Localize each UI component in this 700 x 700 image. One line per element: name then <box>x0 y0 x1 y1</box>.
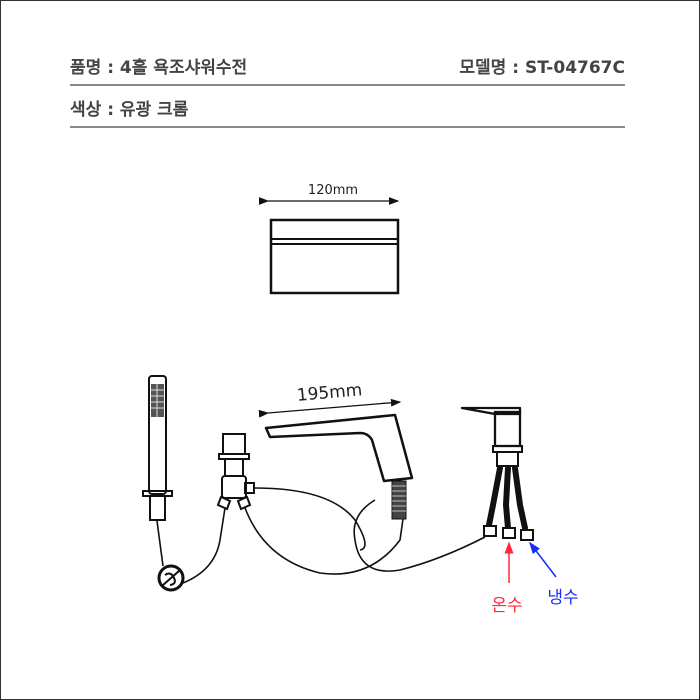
spout-length-dimension: 195mm <box>296 380 363 406</box>
waste-drain <box>157 564 185 592</box>
model-info: 모델명 : ST-04767C <box>459 53 625 78</box>
hot-water-indicator: 온수 <box>491 541 523 616</box>
hoses <box>156 487 486 584</box>
model-name-label: 모델명 : <box>459 58 525 78</box>
product-name-value: 4홀 욕조샤워수전 <box>119 58 248 78</box>
separator-line <box>70 126 625 128</box>
cold-water-indicator: 냉수 <box>529 541 579 608</box>
hand-shower <box>142 375 173 521</box>
color-info-row: 색상 : 유광 크롬 <box>70 95 625 120</box>
product-info-row: 품명 : 4홀 욕조샤워수전 모델명 : ST-04767C <box>70 53 625 78</box>
handle-width-dimension: 120mm <box>308 183 358 198</box>
product-name-label: 품명 : <box>70 58 120 78</box>
spout: 195mm <box>258 380 414 520</box>
diverter <box>216 433 255 511</box>
hot-water-label: 온수 <box>491 596 522 616</box>
model-name-value: ST-04767C <box>524 58 625 78</box>
color-value: 유광 크롬 <box>119 100 189 120</box>
handle-top-view: 120mm <box>258 183 400 295</box>
color-label: 색상 : <box>70 100 120 120</box>
separator-line <box>70 84 625 86</box>
mixer-valve <box>460 406 534 541</box>
cold-water-label: 냉수 <box>547 588 578 608</box>
